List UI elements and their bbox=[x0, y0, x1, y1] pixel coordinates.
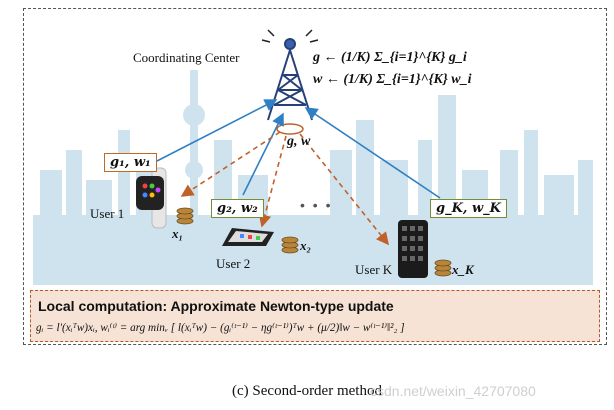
user1-data-label: x₁ bbox=[172, 226, 184, 241]
watermark: csdn.net/weixin_42707080 bbox=[370, 383, 536, 399]
aggregate-w-formula: w ← (1/K) Σ_{i=1}^{K} w_i bbox=[313, 72, 472, 87]
broadcast-ring bbox=[276, 123, 304, 135]
data-stack-icon bbox=[176, 207, 452, 277]
more-users-ellipsis: • • • bbox=[300, 197, 333, 213]
user2-upload-box: g₂, w₂ bbox=[211, 199, 264, 218]
local-computation-title: Local computation: Approximate Newton-ty… bbox=[38, 298, 394, 314]
userK-data-label: x_K bbox=[452, 262, 474, 277]
download-arrows bbox=[180, 131, 389, 246]
user1-upload-box: g₁, w₁ bbox=[104, 153, 157, 172]
user1-label: User 1 bbox=[90, 206, 125, 221]
smartwatch-icon bbox=[136, 167, 167, 229]
coordinating-center-label: Coordinating Center bbox=[133, 50, 240, 65]
local-computation-box: Local computation: Approximate Newton-ty… bbox=[30, 290, 600, 342]
userK-upload-box: g_K, w_K bbox=[430, 199, 507, 218]
broadcast-label: g, w bbox=[287, 134, 311, 149]
newton-update-equation: gᵢ = l′(xᵢᵀw)xᵢ, wᵢ⁽ᵗ⁾ = arg minᵥ [ l(xᵢ… bbox=[36, 322, 405, 334]
tablet-icon bbox=[222, 228, 274, 246]
figure-caption: (c) Second-order method bbox=[232, 383, 382, 399]
upload-arrows bbox=[154, 99, 441, 199]
aggregate-g-formula: g ← (1/K) Σ_{i=1}^{K} g_i bbox=[313, 50, 467, 65]
phone-icon bbox=[398, 220, 428, 278]
userK-label: User K bbox=[355, 262, 393, 277]
user2-data-label: x₂ bbox=[300, 238, 312, 253]
diagram-frame bbox=[23, 8, 607, 345]
user2-label: User 2 bbox=[216, 256, 251, 271]
